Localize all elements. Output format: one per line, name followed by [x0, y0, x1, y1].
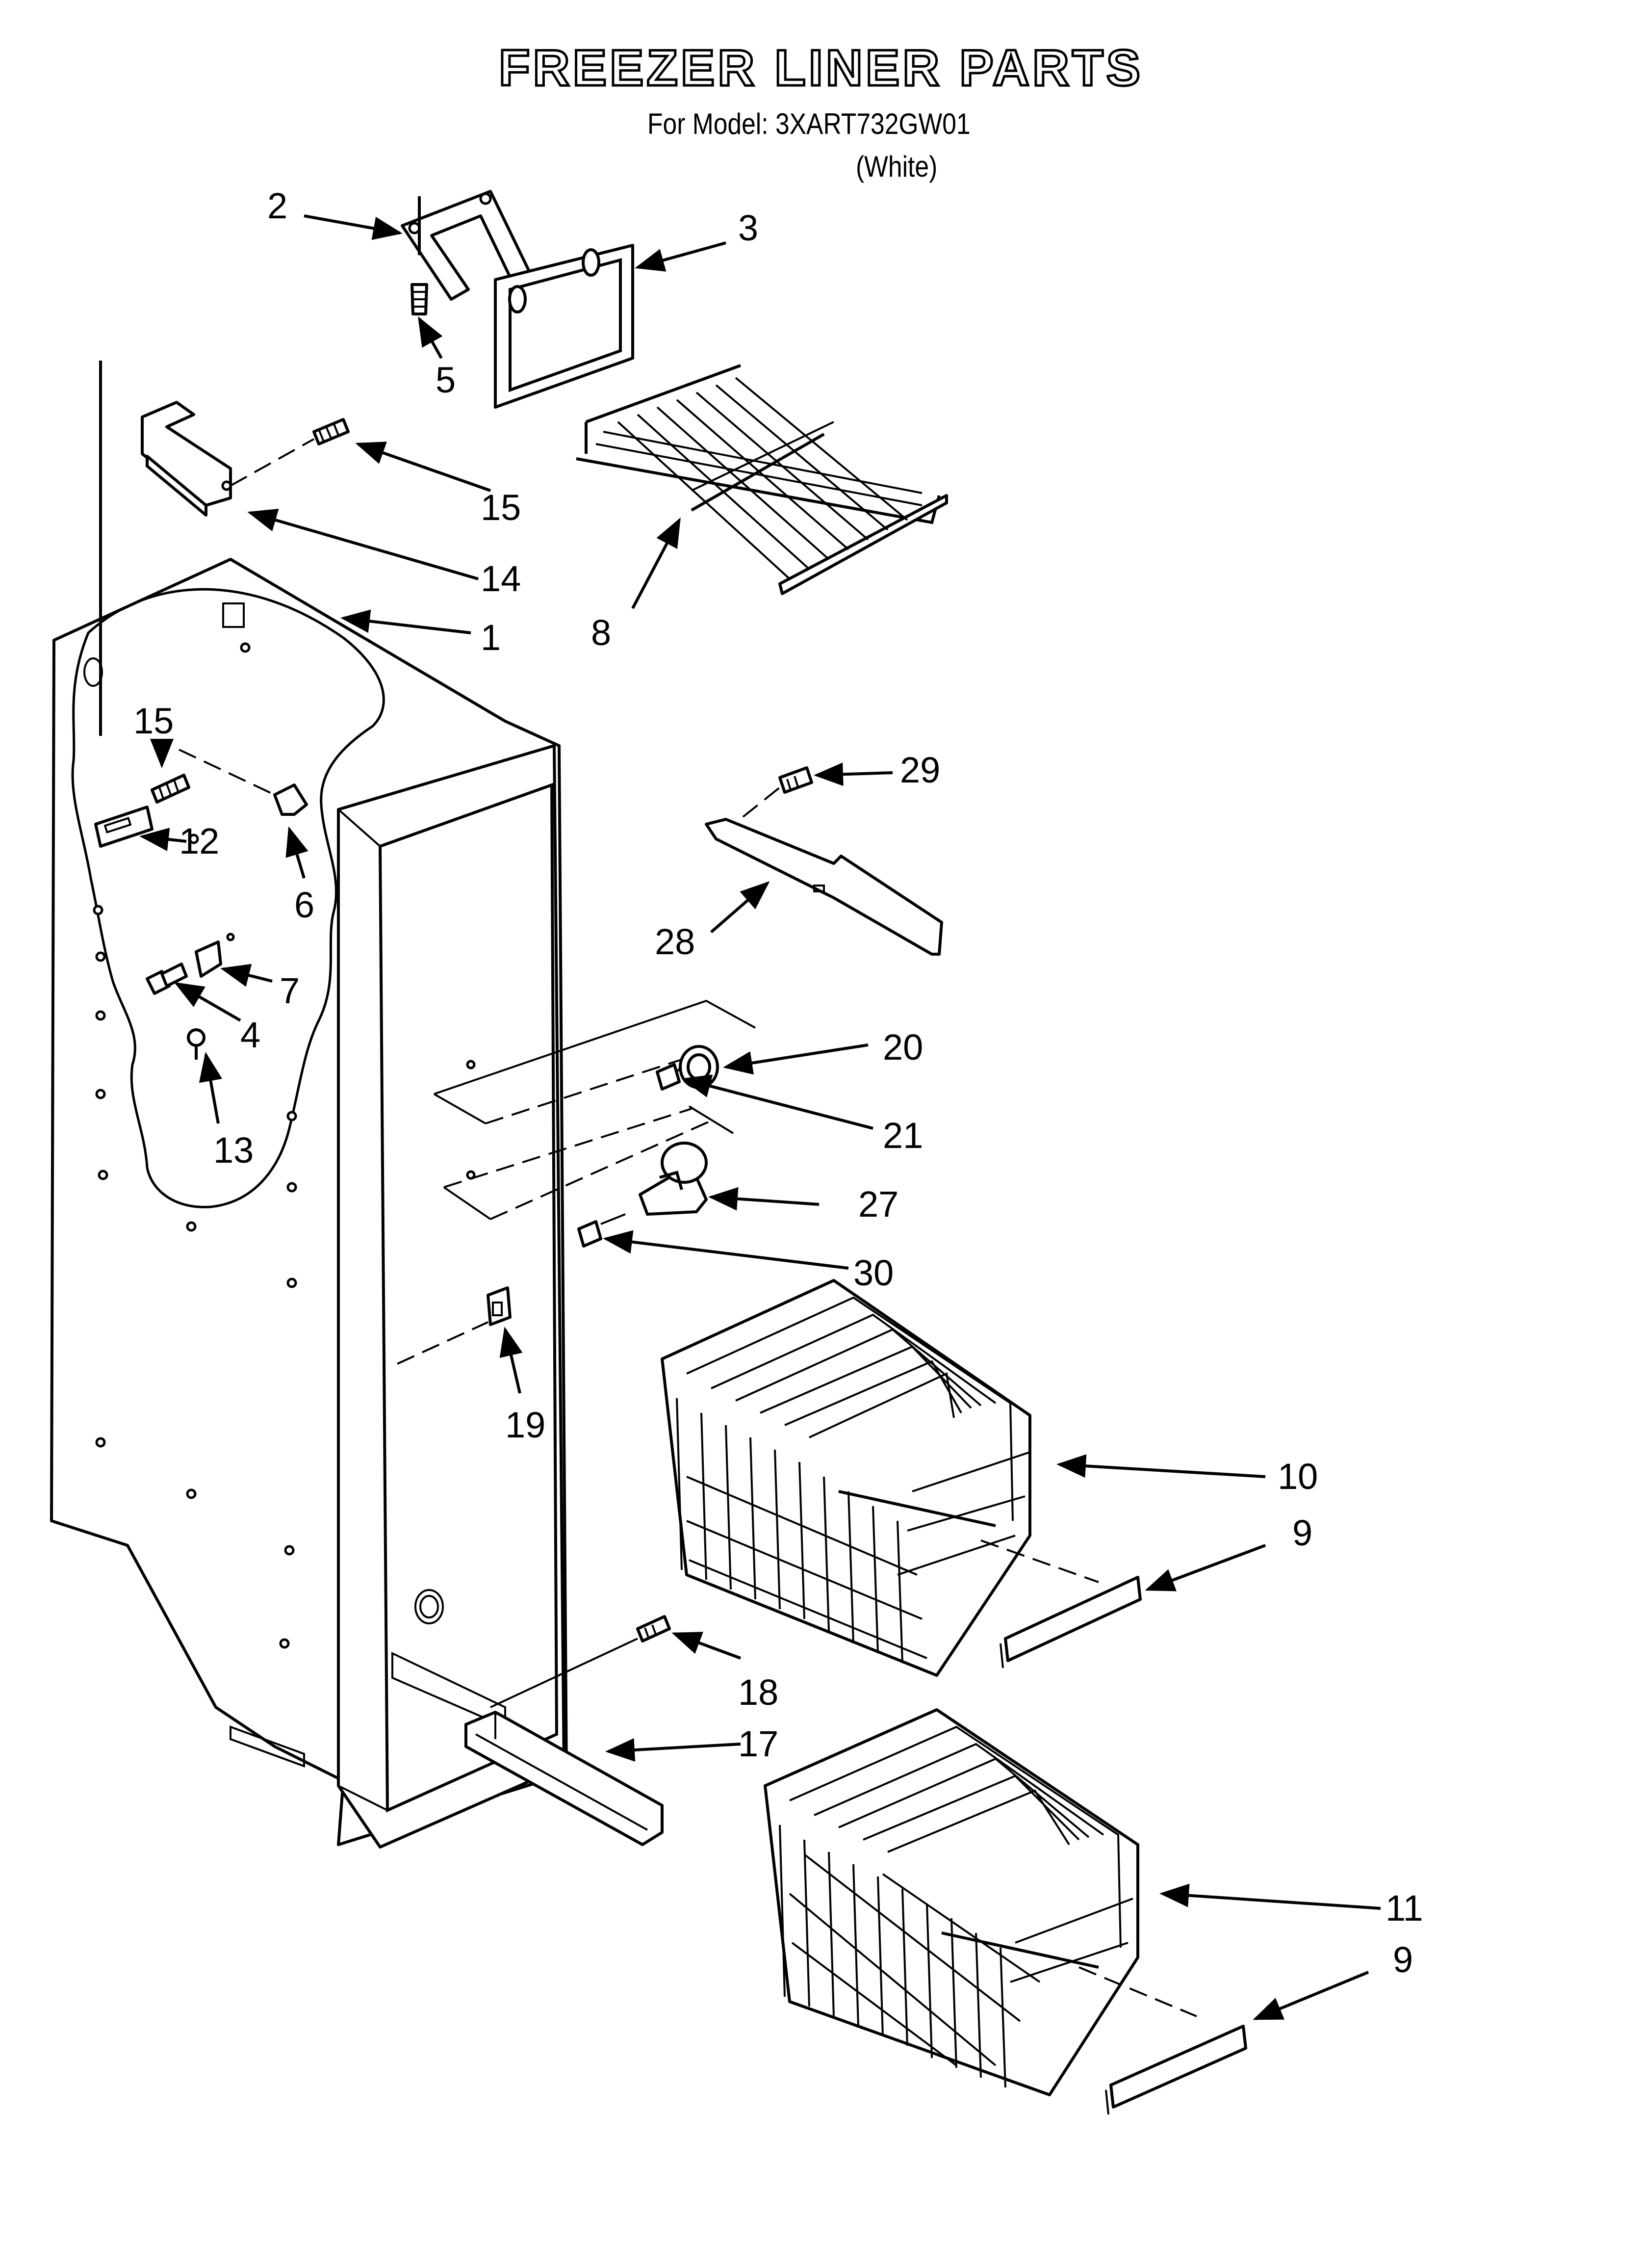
screw-part-15-top [230, 418, 350, 487]
callout-6: 6 [294, 885, 314, 925]
callout-30: 30 [853, 1252, 894, 1293]
screw-part-30 [577, 1213, 626, 1248]
screw-part-29 [742, 766, 813, 818]
screw-part-5 [410, 283, 428, 315]
pin-part-13 [187, 1028, 205, 1060]
rail-part-28 [705, 818, 943, 956]
callout-9-upper: 9 [1292, 1512, 1312, 1553]
model-number: For Model: 3XART732GW01 [647, 107, 971, 140]
freezer-basket-part-10 [661, 1279, 1099, 1677]
freezer-basket-part-11 [764, 1708, 1197, 2096]
hinge-bracket-part-2 [401, 190, 531, 301]
bracket-outline-dashed [443, 1105, 734, 1220]
guide-part-27 [639, 1142, 708, 1216]
callout-3: 3 [738, 208, 758, 248]
callout-15-top: 15 [481, 487, 521, 528]
callout-21: 21 [883, 1115, 923, 1156]
page-title: FREEZER LINER PARTS [498, 39, 1143, 98]
panel-frame-part-3 [494, 244, 634, 409]
freezer-liner-cabinet [50, 361, 568, 1849]
cover-outline-dashed [434, 999, 756, 1124]
callout-1: 1 [481, 617, 501, 658]
callout-18: 18 [738, 1672, 778, 1713]
callout-8: 8 [591, 612, 611, 653]
callout-labels: 2 3 5 15 14 1 8 15 12 6 7 4 13 29 28 20 … [133, 185, 1423, 1980]
callout-9-lower: 9 [1393, 1939, 1413, 1980]
callout-10: 10 [1278, 1456, 1318, 1497]
clip-part-6 [273, 783, 308, 816]
callout-28: 28 [655, 921, 695, 962]
callout-13: 13 [213, 1130, 254, 1171]
callout-2: 2 [267, 185, 287, 226]
callout-15-left: 15 [133, 701, 174, 741]
callout-4: 4 [240, 1015, 260, 1055]
callout-11: 11 [1385, 1888, 1423, 1929]
nut-part-21 [656, 1063, 681, 1091]
switch-part-19 [397, 1286, 512, 1365]
callout-20: 20 [883, 1027, 923, 1068]
bracket-part-14 [141, 401, 232, 517]
basket-trim-part-9-upper [1000, 1576, 1142, 1668]
mounting-holes [93, 642, 297, 1649]
color-note: (White) [856, 150, 938, 183]
callout-29: 29 [900, 750, 940, 790]
callout-19: 19 [505, 1405, 545, 1445]
screw-part-4 [146, 963, 188, 995]
wire-shelf-part-8 [576, 364, 948, 595]
screw-part-18 [490, 1615, 671, 1708]
callout-17: 17 [738, 1723, 778, 1764]
callout-14: 14 [481, 558, 521, 599]
callout-5: 5 [436, 360, 456, 400]
trim-strip-part-17 [464, 1711, 664, 1846]
callout-7: 7 [280, 970, 300, 1011]
basket-trim-part-9-lower [1105, 2025, 1247, 2115]
callout-27: 27 [858, 1184, 898, 1225]
screw-part-15-left [151, 749, 275, 804]
bearing-part-20 [679, 1045, 719, 1089]
leader-arrows [139, 214, 1381, 2020]
callout-12: 12 [179, 821, 219, 861]
